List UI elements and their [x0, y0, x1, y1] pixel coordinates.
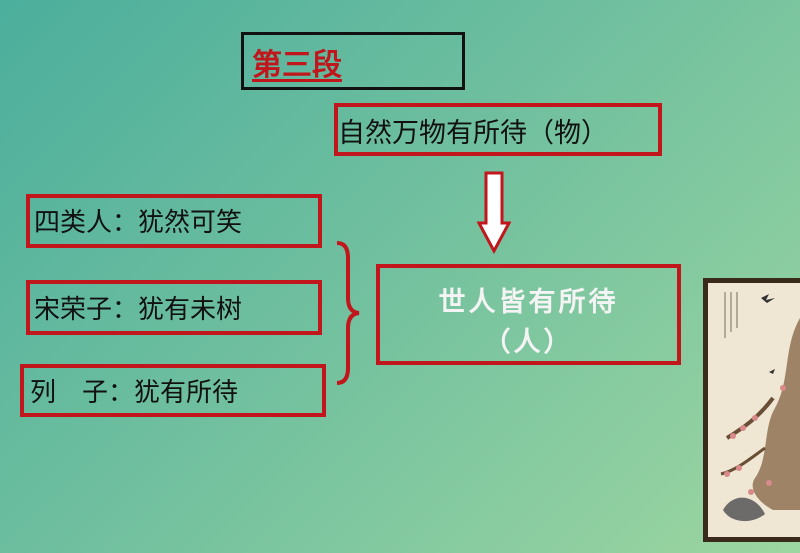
- item-text: 四类人：犹然可笑: [34, 208, 243, 238]
- item-box: [20, 364, 326, 417]
- nature-text: 自然万物有所待（物）: [338, 118, 608, 149]
- section-title-box: [241, 32, 465, 90]
- item-text: 列 子：犹有所待: [30, 378, 239, 408]
- people-line2: （人）: [483, 327, 574, 358]
- people-box: [376, 264, 681, 365]
- item-box: [26, 194, 322, 248]
- people-line1: 世人皆有所待: [438, 287, 619, 318]
- section-title: 第三段: [252, 48, 342, 83]
- down-arrow-icon: [477, 171, 511, 255]
- item-text: 宋荣子：犹有未树: [34, 295, 243, 325]
- item-box: [26, 280, 322, 335]
- right-brace-icon: [336, 241, 360, 385]
- nature-box: [334, 103, 662, 156]
- painting-image: [703, 278, 800, 542]
